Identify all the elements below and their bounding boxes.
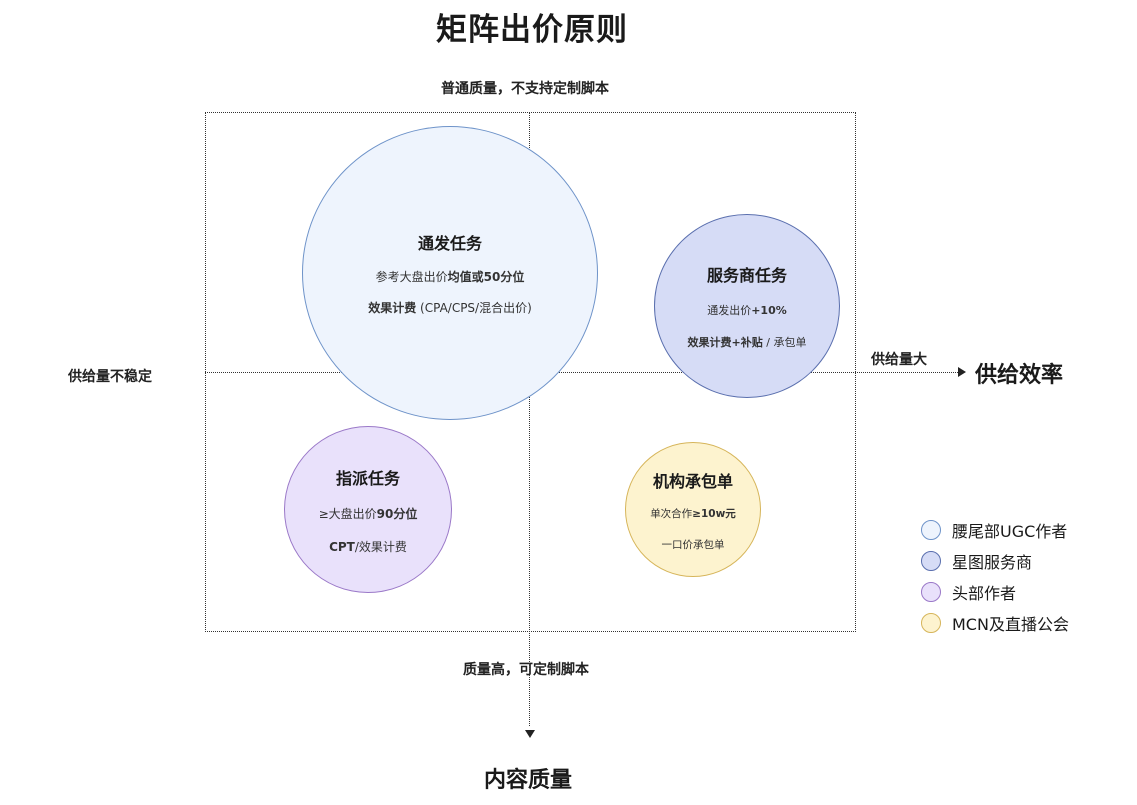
legend-label: 星图服务商	[952, 552, 1033, 572]
bubble-billing-line: 效果计费+补贴 / 承包单	[687, 336, 807, 349]
legend-swatch-icon	[921, 612, 941, 633]
x-axis-title: 供给效率	[975, 363, 1064, 388]
bubble-bid-line: 单次合作≥10w元	[650, 507, 736, 520]
legend-item: 头部作者	[921, 576, 1069, 607]
bubble-bid-line: 参考大盘出价均值或50分位	[375, 270, 525, 284]
bubble-bid-line: ≥大盘出价90分位	[318, 506, 418, 521]
bubble-general-task: 通发任务 参考大盘出价均值或50分位 效果计费 (CPA/CPS/混合出价)	[302, 126, 598, 420]
bubble-billing-line: 效果计费 (CPA/CPS/混合出价)	[368, 301, 532, 315]
legend-swatch-icon	[921, 581, 941, 602]
bubble-agency-contract: 机构承包单 单次合作≥10w元 一口价承包单	[625, 442, 761, 577]
x-axis-arrow-icon	[958, 367, 966, 377]
legend-label: MCN及直播公会	[952, 614, 1069, 634]
page-title: 矩阵出价原则	[436, 12, 628, 48]
horizontal-axis-line	[205, 372, 960, 373]
bubble-bid-line: 通发出价+10%	[707, 304, 787, 317]
bottom-axis-label: 质量高，可定制脚本	[463, 662, 589, 678]
legend-label: 腰尾部UGC作者	[952, 521, 1068, 541]
legend-label: 头部作者	[952, 583, 1017, 603]
right-axis-label: 供给量大	[871, 352, 927, 368]
bubble-title: 指派任务	[335, 468, 400, 488]
bubble-title: 机构承包单	[652, 471, 733, 491]
legend: 腰尾部UGC作者 星图服务商 头部作者 MCN及直播公会	[921, 514, 1069, 638]
top-axis-label: 普通质量，不支持定制脚本	[441, 81, 609, 97]
bubble-assigned-task: 指派任务 ≥大盘出价90分位 CPT/效果计费	[284, 426, 452, 593]
legend-swatch-icon	[921, 550, 941, 571]
bubble-title: 通发任务	[417, 234, 482, 253]
legend-swatch-icon	[921, 519, 941, 540]
bubble-billing-line: 一口价承包单	[661, 538, 725, 551]
bubble-billing-line: CPT/效果计费	[329, 539, 407, 554]
y-axis-title: 内容质量	[484, 768, 573, 793]
bubble-service-provider-task: 服务商任务 通发出价+10% 效果计费+补贴 / 承包单	[654, 214, 840, 398]
legend-item: 腰尾部UGC作者	[921, 514, 1069, 545]
y-axis-arrow-icon	[525, 730, 535, 738]
bubble-title: 服务商任务	[706, 266, 787, 285]
legend-item: MCN及直播公会	[921, 607, 1069, 638]
vertical-axis-line	[529, 112, 530, 726]
legend-item: 星图服务商	[921, 545, 1069, 576]
left-axis-label: 供给量不稳定	[68, 369, 152, 385]
